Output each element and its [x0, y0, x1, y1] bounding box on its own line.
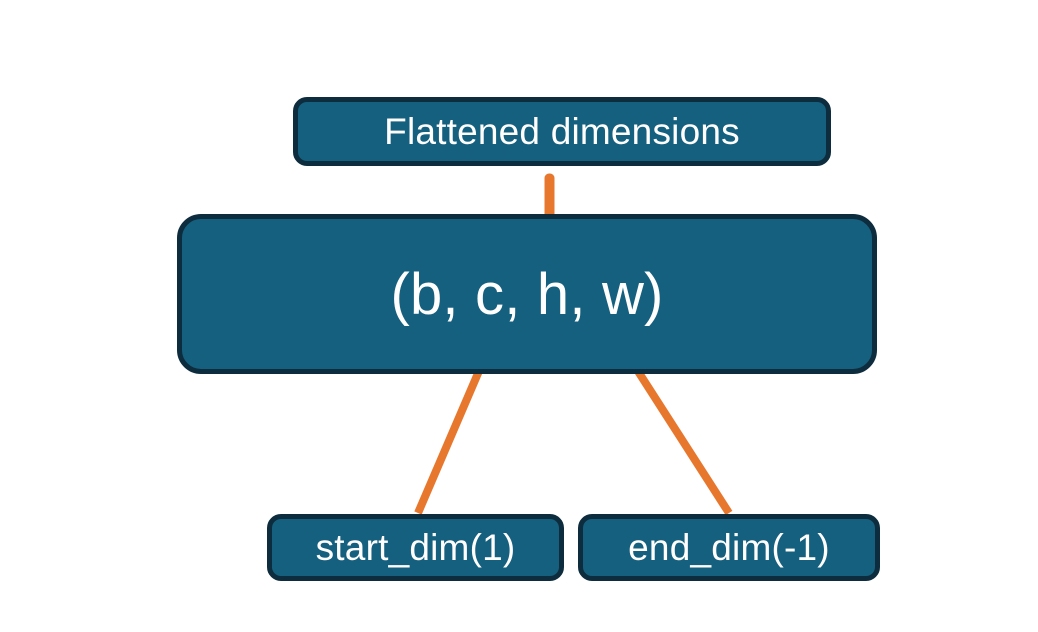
flattened-dimensions-label: Flattened dimensions [384, 110, 740, 152]
start-dim-box[interactable]: start_dim(1) [267, 514, 564, 581]
tensor-shape-label: (b, c, h, w) [390, 261, 664, 327]
end-dim-box[interactable]: end_dim(-1) [578, 514, 880, 581]
start-dim-label: start_dim(1) [315, 526, 516, 568]
flattened-dimensions-box[interactable]: Flattened dimensions [293, 97, 831, 166]
end-dim-label: end_dim(-1) [628, 526, 830, 568]
tensor-shape-box[interactable]: (b, c, h, w) [177, 214, 877, 374]
